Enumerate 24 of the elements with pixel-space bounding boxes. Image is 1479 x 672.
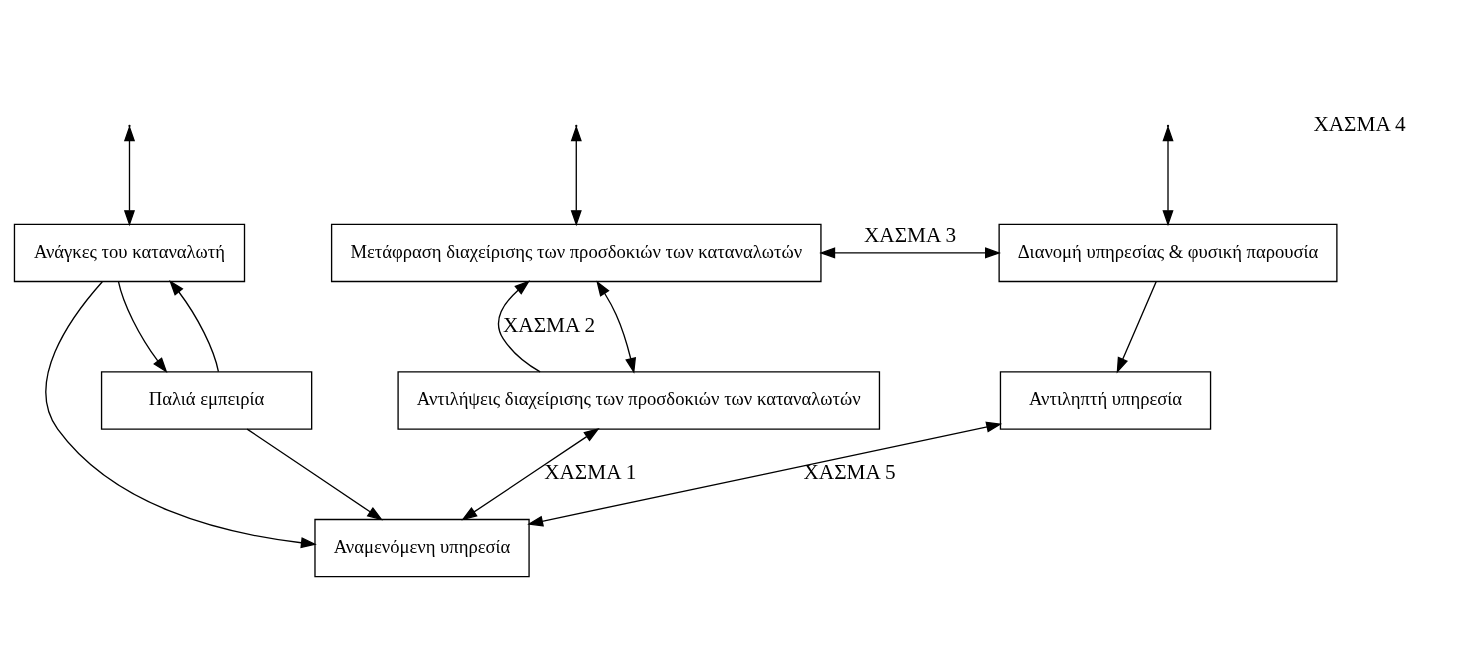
arrow [570,125,582,227]
arrow [1116,280,1157,374]
label: ΧΑΣΜΑ 4 [1313,111,1406,136]
arrow [45,281,317,549]
node-box: Διανομή υπηρεσίας & φυσική παρουσία [998,223,1338,283]
arrow [819,247,1001,259]
node-box: Αντιλήψεις διαχείρισης των προσδοκιών των καταναλωτών [397,371,881,430]
edge-label: ΧΑΣΜΑ 3 [863,222,957,247]
edge-label: ΧΑΣΜΑ 2 [502,312,596,337]
node-box: Αντιληπτή υπηρεσία [999,371,1212,430]
arrow [1162,125,1174,227]
node-box: Παλιά εμπειρία [100,371,313,430]
edge-label: ΧΑΣΜΑ 1 [544,460,637,485]
arrow [497,280,541,373]
arrow [527,421,1003,527]
edge-label: ΧΑΣΜΑ 5 [803,460,896,485]
node-box: Αναμενόμενη υπηρεσία [314,518,530,578]
arrow [461,427,600,521]
arrow [117,280,168,374]
node-box: Μετάφραση διαχείρισης των προσδοκιών των καταναλωτών [330,223,822,283]
arrow [246,428,383,521]
arrow [596,280,637,374]
node-box: Ανάγκες του καταναλωτή [13,223,246,283]
arrow [169,279,220,373]
